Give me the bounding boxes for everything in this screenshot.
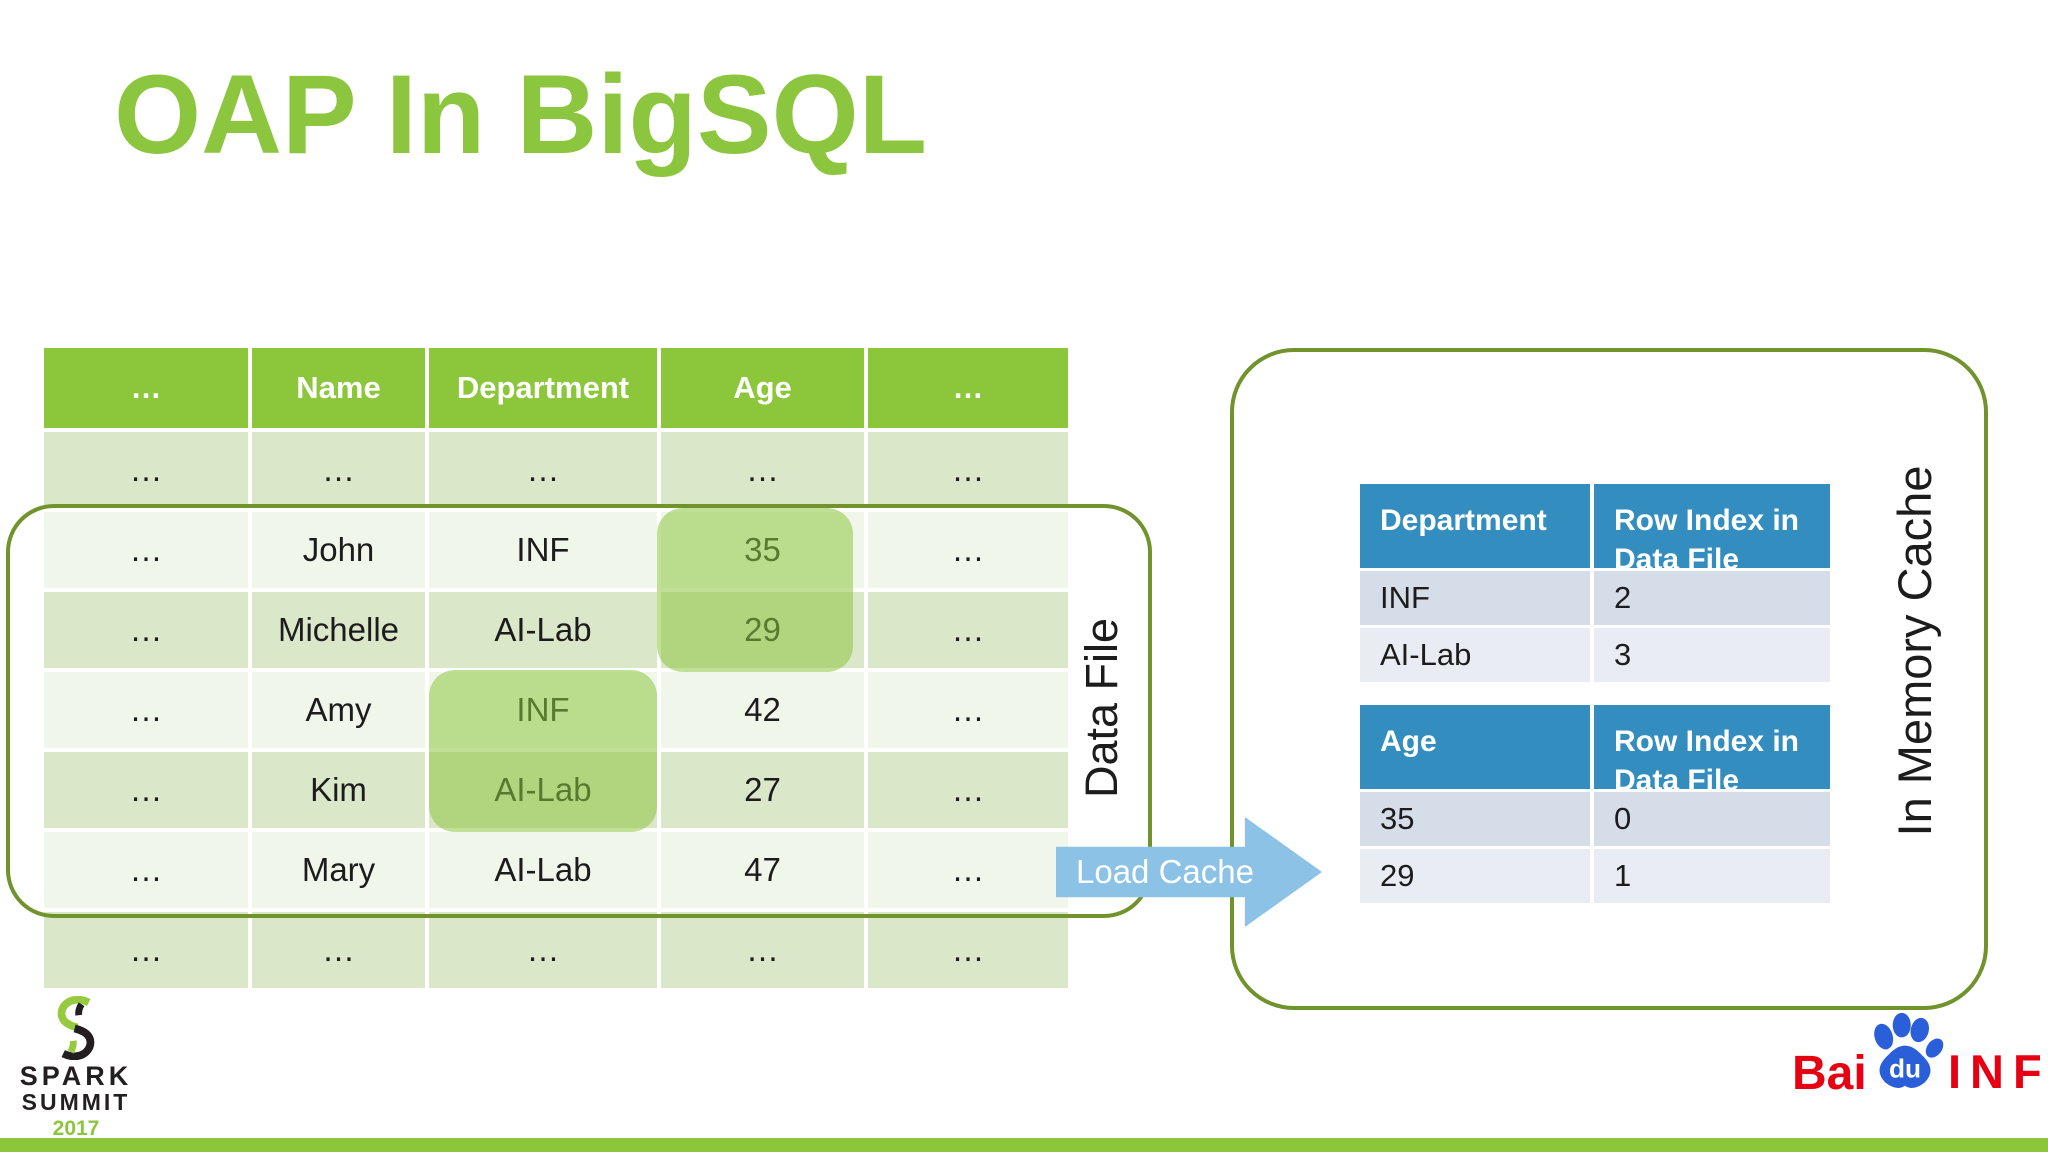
spark-summit-logo: SPARK SUMMIT 2017 <box>16 996 136 1141</box>
data-file-label: Data File <box>1076 617 1127 799</box>
table-cell: … <box>661 432 864 508</box>
table-cell: Amy <box>252 672 425 748</box>
baidu-paw-icon: du <box>1874 1012 1944 1089</box>
table-cell: … <box>44 752 248 828</box>
baidu-logo-text-inf: INF <box>1948 1045 2048 1098</box>
table-cell: … <box>44 672 248 748</box>
table-row: …JohnINF35… <box>44 512 1068 588</box>
table-cell: 1 <box>1594 849 1830 903</box>
in-memory-cache-label: In Memory Cache <box>1888 465 1941 837</box>
bottom-accent-bar <box>0 1138 2048 1152</box>
table-cell: 2 <box>1594 571 1830 625</box>
table-cell: Michelle <box>252 592 425 668</box>
table-cell: … <box>44 912 248 988</box>
table-cell: … <box>868 912 1068 988</box>
spark-logo-year: 2017 <box>52 1116 100 1140</box>
table-cell: 0 <box>1594 792 1830 846</box>
page-title: OAP In BigSQL <box>114 52 928 177</box>
table-cell: … <box>252 432 425 508</box>
table-cell: 29 <box>1360 849 1590 903</box>
column-header: Department <box>1360 484 1590 568</box>
baidu-inf-logo: Bai du INF <box>1790 1012 2042 1107</box>
table-cell: … <box>44 592 248 668</box>
column-header: … <box>44 348 248 428</box>
table-cell: … <box>252 912 425 988</box>
load-cache-label: Load Cache <box>1076 853 1254 890</box>
table-cell: … <box>661 912 864 988</box>
column-header: Row Index in Data File <box>1594 705 1830 797</box>
table-row: …MichelleAI-Lab29… <box>44 592 1068 668</box>
table-cell: … <box>868 672 1068 748</box>
table-cell: Mary <box>252 832 425 908</box>
table-cell: INF <box>1360 571 1590 625</box>
table-cell: AI-Lab <box>429 592 657 668</box>
table-cell: 3 <box>1594 628 1830 682</box>
spark-summit-logo-icon <box>57 996 95 1060</box>
table-cell: Kim <box>252 752 425 828</box>
table-cell: … <box>44 432 248 508</box>
table-row: …………… <box>44 912 1068 988</box>
spark-logo-text-line2: SUMMIT <box>21 1089 131 1116</box>
baidu-logo-text-bai: Bai <box>1792 1047 1867 1100</box>
column-header: Department <box>429 348 657 428</box>
column-header: Name <box>252 348 425 428</box>
column-header: Row Index in Data File <box>1594 484 1830 576</box>
table-cell: … <box>868 592 1068 668</box>
baidu-logo-text-du: du <box>1889 1054 1921 1084</box>
table-cell: AI-Lab <box>429 832 657 908</box>
table-cell: … <box>868 832 1068 908</box>
department-cells-highlight <box>429 670 657 832</box>
spark-logo-text-line1: SPARK <box>19 1061 133 1091</box>
table-cell: 35 <box>1360 792 1590 846</box>
table-cell: 42 <box>661 672 864 748</box>
column-header: Age <box>661 348 864 428</box>
table-cell: AI-Lab <box>1360 628 1590 682</box>
table-cell: 27 <box>661 752 864 828</box>
table-cell: INF <box>429 512 657 588</box>
table-cell: … <box>868 432 1068 508</box>
table-cell: … <box>868 752 1068 828</box>
age-cells-highlight <box>657 508 853 672</box>
table-cell: … <box>44 512 248 588</box>
table-cell: … <box>868 512 1068 588</box>
column-header: … <box>868 348 1068 428</box>
table-cell: … <box>429 432 657 508</box>
table-cell: John <box>252 512 425 588</box>
column-header: Age <box>1360 705 1590 789</box>
table-cell: … <box>44 832 248 908</box>
table-row: …………… <box>44 432 1068 508</box>
table-cell: … <box>429 912 657 988</box>
table-cell: 47 <box>661 832 864 908</box>
